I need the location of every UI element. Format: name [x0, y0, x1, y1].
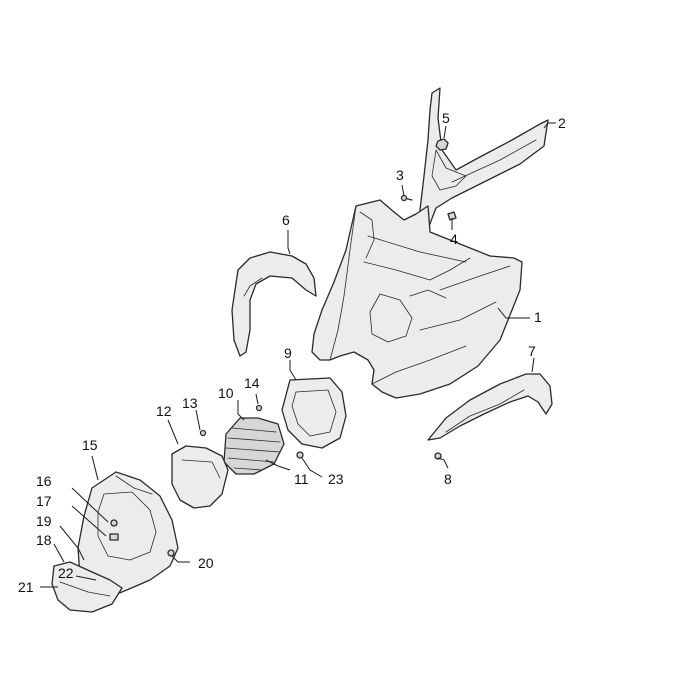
callout-11: 11	[294, 471, 309, 487]
part-12-grille-cover	[171, 445, 229, 509]
part-6-curved-trim	[231, 251, 317, 357]
callout-5: 5	[442, 110, 450, 126]
callout-18: 18	[36, 532, 52, 548]
part-23-fastener	[296, 451, 304, 459]
callout-17: 17	[36, 493, 52, 509]
part-5-nut	[435, 138, 449, 151]
callout-12: 12	[156, 403, 172, 419]
callout-16: 16	[36, 473, 52, 489]
part-1-front-shield	[311, 199, 523, 399]
part-14-screw	[255, 404, 263, 412]
callout-21: 21	[18, 579, 34, 595]
part-21-bottom-lip	[51, 561, 123, 613]
part-15-lower-front-panel	[77, 471, 179, 601]
part-7-side-trim	[427, 373, 553, 441]
callout-10: 10	[218, 385, 234, 401]
callout-6: 6	[282, 212, 290, 228]
part-16-17-fittings	[109, 519, 119, 541]
callout-14: 14	[244, 375, 260, 391]
part-2-upper-y-cover	[417, 87, 549, 237]
callout-3: 3	[396, 167, 404, 183]
part-3-screw	[400, 194, 413, 202]
callout-23: 23	[328, 471, 344, 487]
callout-1: 1	[534, 309, 542, 325]
callout-7: 7	[528, 343, 536, 359]
part-13-screw	[199, 429, 207, 437]
callout-2: 2	[558, 115, 566, 131]
callout-19: 19	[36, 513, 52, 529]
callout-13: 13	[182, 395, 198, 411]
part-20-fastener	[167, 549, 175, 557]
callout-4: 4	[450, 231, 458, 247]
part-8-screw	[434, 452, 442, 460]
callout-15: 15	[82, 437, 98, 453]
leader-lines	[40, 122, 556, 588]
callout-labels: 1 2 3 4 5 6 7 8 9 10 11 12 13 14 15 16 1…	[18, 110, 566, 595]
part-10-grille-insert	[223, 417, 285, 475]
callout-20: 20	[198, 555, 214, 571]
callout-22: 22	[58, 565, 74, 581]
part-9-grille-frame	[281, 377, 347, 449]
callout-9: 9	[284, 345, 292, 361]
callout-8: 8	[444, 471, 452, 487]
part-4-clip	[447, 211, 457, 221]
